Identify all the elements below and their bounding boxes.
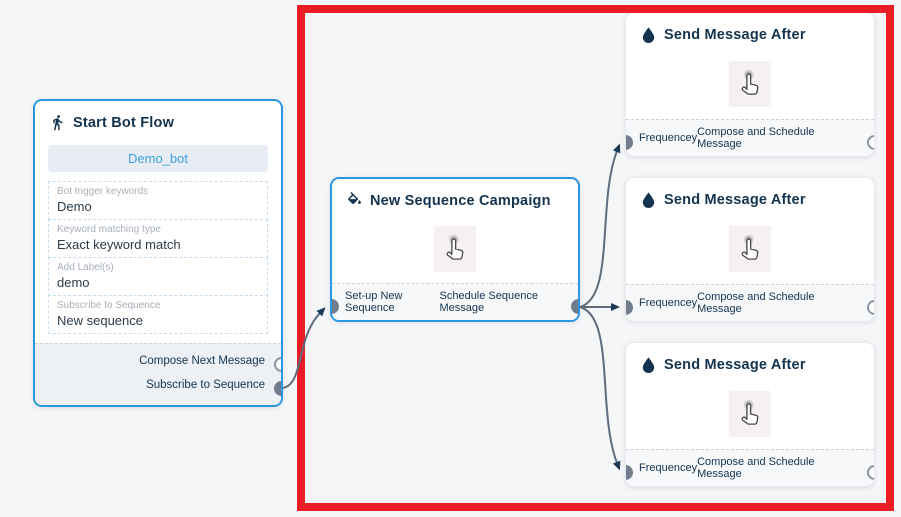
start-node-outputs: Compose Next Message Subscribe to Sequen… bbox=[35, 343, 281, 405]
field-label: Subscribe to Sequence bbox=[57, 300, 161, 311]
message-node-footer: Frequencey Compose and Schedule Message bbox=[626, 284, 874, 321]
output-subscribe-to-sequence[interactable]: Subscribe to Sequence bbox=[146, 379, 265, 391]
message-node-footer: Frequencey Compose and Schedule Message bbox=[626, 119, 874, 156]
tap-cursor-icon[interactable] bbox=[729, 391, 771, 437]
message-node-body bbox=[626, 379, 874, 449]
water-drop-icon bbox=[642, 27, 655, 43]
output-compose-next-message[interactable]: Compose Next Message bbox=[139, 355, 265, 367]
tap-cursor-icon[interactable] bbox=[729, 61, 771, 107]
field-add-labels[interactable]: Add Label(s) demo bbox=[48, 257, 268, 296]
send-message-after-node-1[interactable]: Send Message After Frequencey Compose an… bbox=[625, 12, 875, 157]
field-value[interactable]: demo bbox=[57, 275, 90, 290]
start-node-title: Start Bot Flow bbox=[73, 114, 175, 131]
connector-sequence-to-msg1 bbox=[579, 143, 621, 308]
message-output-label[interactable]: Compose and Schedule Message bbox=[697, 126, 815, 150]
water-drop-icon bbox=[642, 192, 655, 208]
port-frequency[interactable] bbox=[626, 465, 633, 480]
port-setup-new-sequence[interactable] bbox=[332, 299, 339, 314]
send-message-after-node-2[interactable]: Send Message After Frequencey Compose an… bbox=[625, 177, 875, 322]
message-output-label[interactable]: Compose and Schedule Message bbox=[697, 456, 815, 480]
port-subscribe-to-sequence[interactable] bbox=[274, 381, 281, 396]
port-schedule-sequence-message[interactable] bbox=[571, 299, 578, 314]
message-node-title: Send Message After bbox=[664, 26, 806, 43]
field-subscribe-to-sequence[interactable]: Subscribe to Sequence New sequence bbox=[48, 295, 268, 334]
sequence-node-header: New Sequence Campaign bbox=[332, 179, 578, 215]
ink-bucket-icon bbox=[348, 192, 361, 205]
message-node-title: Send Message After bbox=[664, 356, 806, 373]
message-node-header: Send Message After bbox=[626, 343, 874, 379]
sequence-node-body bbox=[332, 215, 578, 283]
sequence-output-label[interactable]: Schedule Sequence Message bbox=[439, 290, 538, 314]
field-value[interactable]: Exact keyword match bbox=[57, 237, 181, 252]
connector-start-to-sequence bbox=[282, 307, 326, 389]
port-frequency[interactable] bbox=[626, 135, 633, 150]
water-drop-icon bbox=[642, 357, 655, 373]
message-node-footer: Frequencey Compose and Schedule Message bbox=[626, 449, 874, 486]
field-bot-trigger-keywords[interactable]: Bot trigger keywords Demo bbox=[48, 181, 268, 220]
sequence-node-title: New Sequence Campaign bbox=[370, 192, 551, 209]
field-label: Keyword matching type bbox=[57, 224, 161, 235]
start-bot-flow-node[interactable]: Start Bot Flow Demo_bot Bot trigger keyw… bbox=[33, 99, 283, 407]
field-value[interactable]: Demo bbox=[57, 199, 92, 214]
sequence-input-label[interactable]: Set-up New Sequence bbox=[345, 290, 403, 314]
port-compose-schedule-message[interactable] bbox=[867, 465, 874, 480]
message-node-body bbox=[626, 214, 874, 284]
tap-cursor-icon[interactable] bbox=[434, 226, 476, 272]
message-node-body bbox=[626, 49, 874, 119]
port-compose-schedule-message[interactable] bbox=[867, 300, 874, 315]
field-value[interactable]: New sequence bbox=[57, 313, 143, 328]
field-label: Bot trigger keywords bbox=[57, 186, 149, 197]
message-node-header: Send Message After bbox=[626, 178, 874, 214]
port-compose-next-message[interactable] bbox=[274, 357, 281, 372]
start-node-header: Start Bot Flow bbox=[35, 101, 281, 137]
message-output-label[interactable]: Compose and Schedule Message bbox=[697, 291, 815, 315]
tap-cursor-icon[interactable] bbox=[729, 226, 771, 272]
field-keyword-matching-type[interactable]: Keyword matching type Exact keyword matc… bbox=[48, 219, 268, 258]
sequence-node-footer: Set-up New Sequence Schedule Sequence Me… bbox=[332, 283, 578, 320]
message-node-title: Send Message After bbox=[664, 191, 806, 208]
message-node-header: Send Message After bbox=[626, 13, 874, 49]
walking-person-icon bbox=[53, 115, 63, 131]
message-input-label[interactable]: Frequencey bbox=[639, 297, 698, 309]
port-compose-schedule-message[interactable] bbox=[867, 135, 874, 150]
send-message-after-node-3[interactable]: Send Message After Frequencey Compose an… bbox=[625, 342, 875, 487]
field-label: Add Label(s) bbox=[57, 262, 114, 273]
message-input-label[interactable]: Frequencey bbox=[639, 132, 698, 144]
port-frequency[interactable] bbox=[626, 300, 633, 315]
message-input-label[interactable]: Frequencey bbox=[639, 462, 698, 474]
connector-sequence-to-msg3 bbox=[579, 306, 621, 471]
start-node-fields: Bot trigger keywords Demo Keyword matchi… bbox=[48, 181, 268, 334]
bot-name-button[interactable]: Demo_bot bbox=[48, 145, 268, 172]
new-sequence-campaign-node[interactable]: New Sequence Campaign Set-up New Sequenc… bbox=[330, 177, 580, 322]
